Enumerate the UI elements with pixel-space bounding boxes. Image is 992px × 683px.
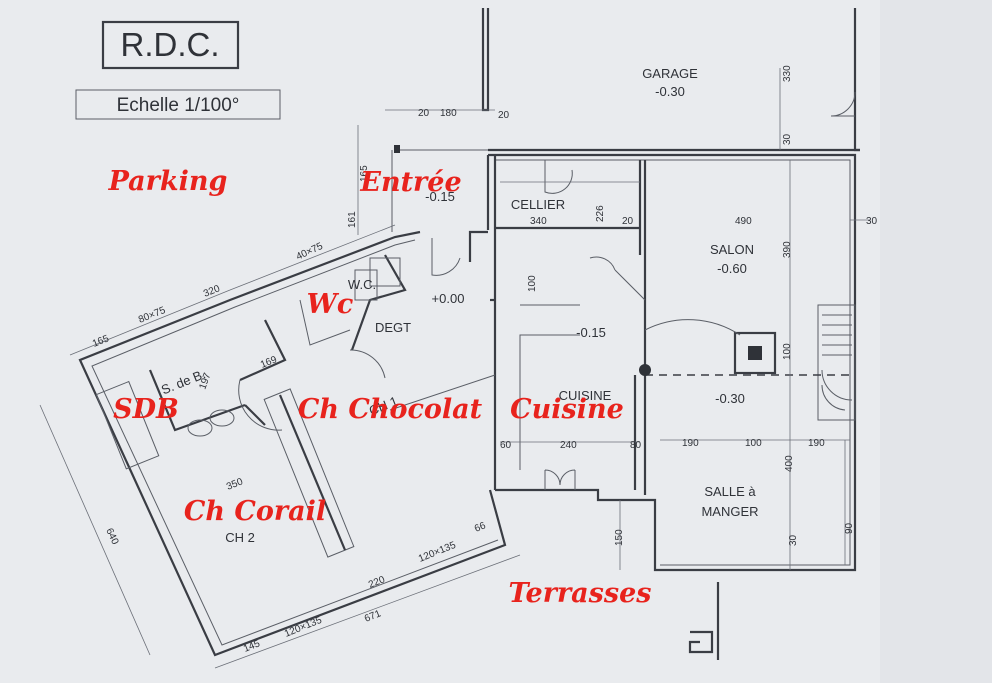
- annotation-parking: Parking: [108, 166, 228, 197]
- garage-level: -0.30: [655, 84, 685, 99]
- salon-label: SALON: [710, 242, 754, 257]
- scale-frame: [75, 89, 281, 120]
- ch2-label: CH 2: [225, 530, 255, 545]
- garage-door-swing: [830, 91, 856, 117]
- house-walls: [486, 153, 857, 572]
- dim-label: 490: [735, 216, 752, 227]
- dim-label: 180: [440, 108, 457, 119]
- bathtub: [95, 380, 160, 470]
- dim-label: 240: [560, 440, 577, 451]
- floor-title: R.D.C.: [121, 26, 220, 63]
- dim-label: 330: [782, 65, 793, 82]
- sink: [187, 419, 213, 437]
- dim-label: 30: [788, 534, 799, 546]
- dim-label: 20: [498, 110, 510, 121]
- annotation-ch-chocolat: Ch Chocolat: [298, 394, 483, 425]
- annotation-wc: Wc: [307, 289, 354, 320]
- dim-label: 226: [595, 205, 606, 222]
- dim-label: 340: [530, 216, 547, 227]
- degt-label: DEGT: [375, 320, 411, 335]
- fireplace: [733, 331, 777, 375]
- annotations: Parking Entrée Wc SDB Ch Chocolat Cuisin…: [108, 166, 652, 609]
- fireplace-hearth: [748, 346, 762, 360]
- dim-label: 150: [614, 529, 625, 546]
- scale-label: Echelle 1/100°: [117, 95, 240, 116]
- cellier-door: [544, 160, 573, 194]
- dim-label: 390: [782, 241, 793, 258]
- dim-label: 100: [782, 343, 793, 360]
- salon-level: -0.60: [717, 261, 747, 276]
- dim-label: 161: [347, 211, 358, 228]
- section-marker: [688, 582, 720, 660]
- salon-level-2: -0.30: [715, 391, 745, 406]
- degt-level: +0.00: [432, 291, 465, 306]
- dim-label: 20: [418, 108, 430, 119]
- dim-label: 400: [784, 455, 795, 472]
- dim-label: 30: [866, 216, 878, 227]
- dim-label: 90: [844, 522, 855, 534]
- garage: GARAGE -0.30: [481, 8, 860, 152]
- staircase: [817, 304, 856, 421]
- paper-edge: [880, 0, 992, 683]
- garage-label: GARAGE: [642, 66, 698, 81]
- salle-a-manger-label-1: SALLE à: [704, 484, 756, 499]
- dim-label: 100: [745, 438, 762, 449]
- dim-label: 20: [622, 216, 634, 227]
- dim-label: 190: [808, 438, 825, 449]
- dimension-lines: [39, 109, 870, 669]
- cellier-label: CELLIER: [511, 197, 565, 212]
- kitchen-door: [544, 469, 576, 490]
- dim-label: 165: [359, 165, 370, 182]
- dim-label: 66: [473, 520, 488, 535]
- wc-label: W.C.: [348, 277, 376, 292]
- entrance-door: [431, 238, 461, 276]
- dim-label: 60: [500, 440, 512, 451]
- annotation-cuisine: Cuisine: [510, 394, 624, 425]
- salle-a-manger-label-2: MANGER: [701, 504, 758, 519]
- annotation-terrasses: Terrasses: [509, 578, 652, 609]
- dim-label: 80: [630, 440, 642, 451]
- cuisine-label: CUISINE: [559, 388, 612, 403]
- title-frame: [101, 20, 240, 70]
- dim-label: 30: [782, 133, 793, 145]
- salon-opening-arc: [644, 319, 741, 336]
- title-block: R.D.C. Echelle 1/100°: [75, 20, 281, 120]
- wardrobe: [263, 388, 355, 558]
- annotation-ch-corail: Ch Corail: [184, 496, 326, 527]
- annotation-sdb: SDB: [113, 394, 179, 425]
- column: [639, 364, 651, 376]
- entree-level: -0.15: [425, 189, 455, 204]
- wc-toilet: [354, 269, 378, 301]
- dim-label: 190: [682, 438, 699, 449]
- annotation-entree: Entrée: [359, 167, 461, 198]
- left-wing-walls: [78, 145, 507, 657]
- dim-label: 100: [527, 275, 538, 292]
- cuisine-level: -0.15: [576, 325, 606, 340]
